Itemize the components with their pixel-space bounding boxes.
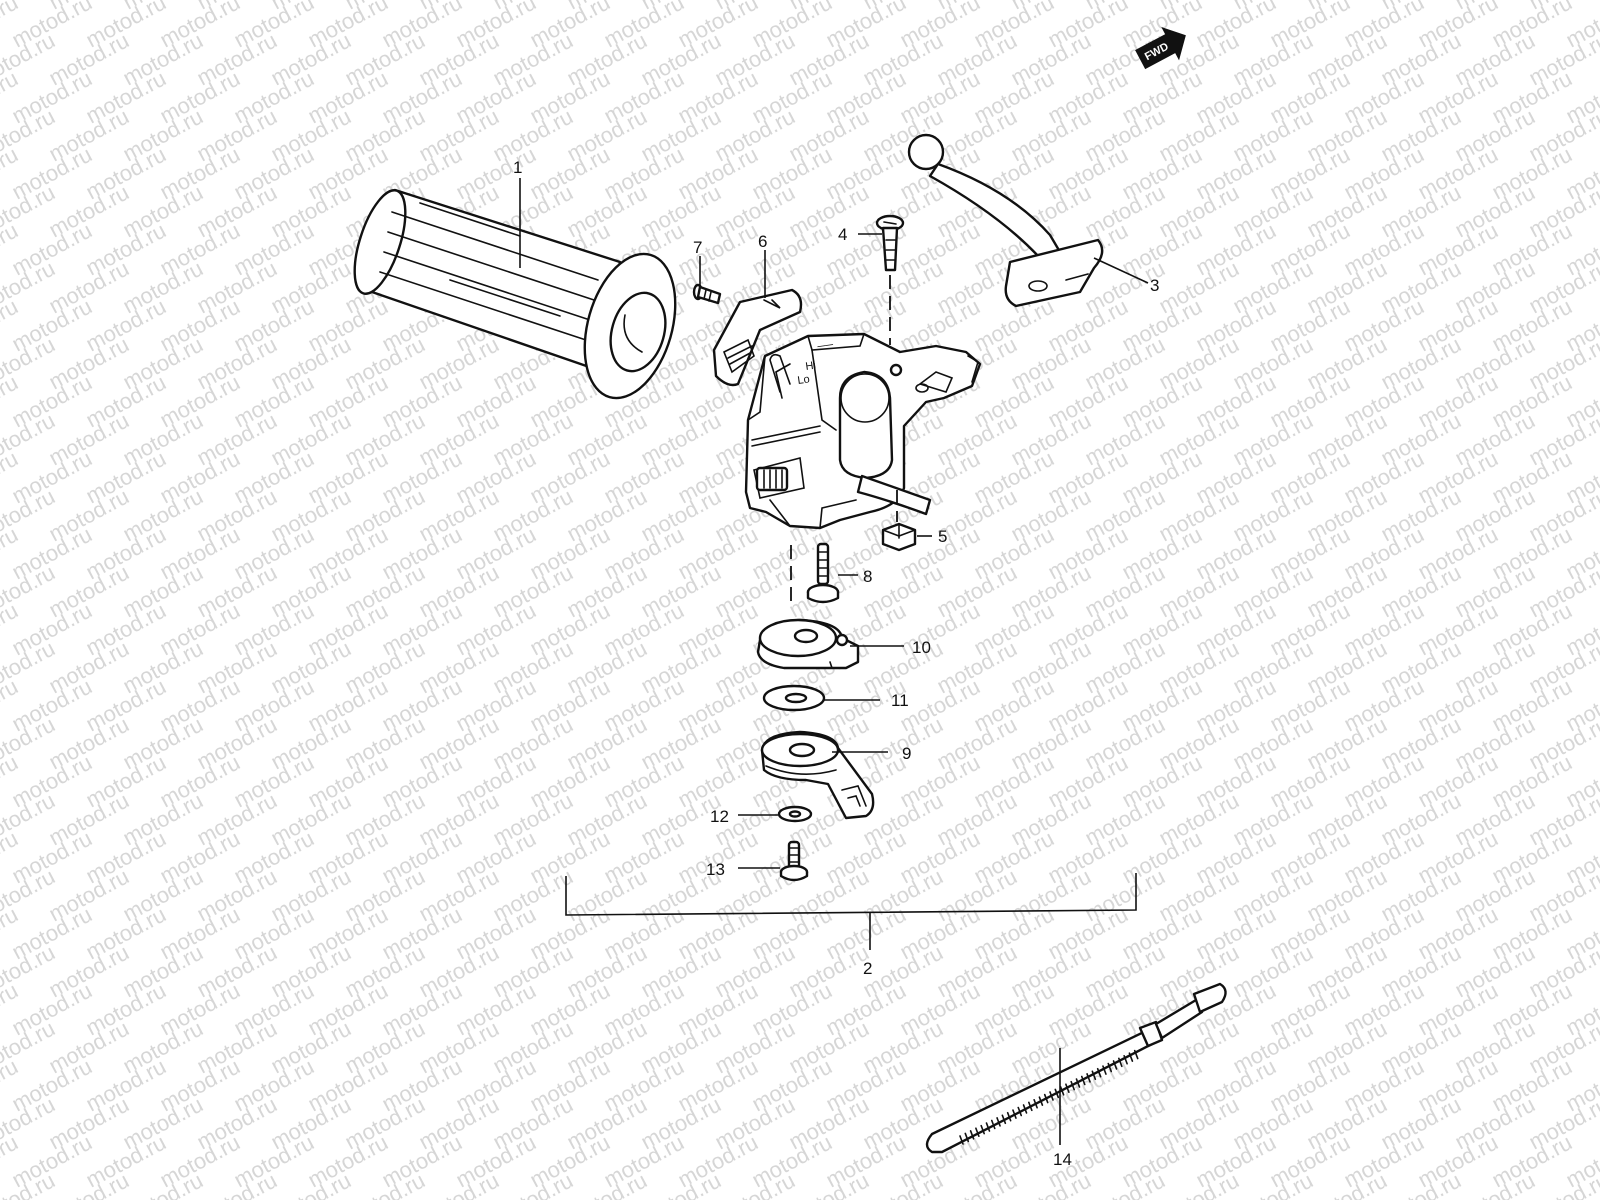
callout-11: 11 [891, 691, 909, 710]
callout-7: 7 [693, 238, 702, 257]
callout-2: 2 [863, 959, 872, 978]
callout-1: 1 [513, 158, 522, 177]
switch-mark-hi: Hi [805, 360, 817, 373]
callout-6: 6 [758, 232, 767, 251]
part-nut [881, 522, 917, 552]
part-washer [762, 684, 826, 712]
switch-mark-lo: Lo [797, 373, 811, 387]
callout-13: 13 [706, 860, 725, 879]
switch-mark-rule: ── [816, 339, 834, 353]
part-screw-small [692, 283, 722, 305]
callout-8: 8 [863, 567, 872, 586]
callout-9: 9 [902, 744, 911, 763]
callout-5: 5 [938, 527, 947, 546]
callout-10: 10 [912, 638, 931, 657]
part-switch-housing: ── Hi Lo [744, 332, 982, 530]
part-small-washer [777, 805, 813, 823]
callout-3: 3 [1150, 276, 1159, 295]
callout-14: 14 [1053, 1150, 1072, 1169]
callout-4: 4 [838, 225, 847, 244]
callout-12: 12 [710, 807, 729, 826]
